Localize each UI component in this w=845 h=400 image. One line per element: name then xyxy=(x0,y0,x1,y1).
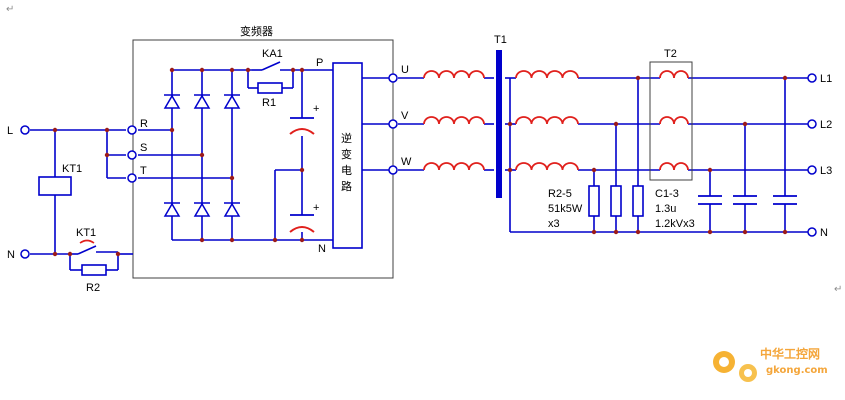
watermark-logo: 中华工控网 gkong.com xyxy=(713,346,828,382)
junction-nodes xyxy=(52,67,788,257)
out-L3-label: L3 xyxy=(820,165,832,177)
terminal-W-label: W xyxy=(401,156,412,168)
rectifier-diodes xyxy=(163,94,241,217)
r2-label: R2 xyxy=(86,282,100,294)
terminal-L2 xyxy=(807,119,817,129)
kt1-contact-label: KT1 xyxy=(76,227,96,239)
inverter-block-char-4: 路 xyxy=(341,180,352,193)
t2-inductors xyxy=(659,70,689,171)
r2-resistor xyxy=(81,264,107,276)
terminal-S xyxy=(127,150,137,160)
terminal-N-dc-label: N xyxy=(318,243,326,255)
r1-label: R1 xyxy=(262,97,276,109)
out-N-label: N xyxy=(820,227,828,239)
dc-capacitor-top xyxy=(289,117,315,135)
r1-resistor xyxy=(257,82,283,94)
t2-label: T2 xyxy=(664,48,677,60)
terminal-T-label: T xyxy=(140,165,147,177)
paragraph-mark-right: ↵ xyxy=(834,284,842,295)
terminal-V-label: V xyxy=(401,110,409,122)
transformer-core xyxy=(496,50,502,198)
capacitor-bank xyxy=(698,195,797,205)
transformer-T1-label: T1 xyxy=(494,34,507,46)
kt1-coil-label: KT1 xyxy=(62,163,82,175)
resistor-bank-qty: x3 xyxy=(548,218,560,230)
kt1-coil xyxy=(38,176,72,196)
paragraph-mark-top: ↵ xyxy=(6,4,14,15)
resistor-bank-ref: R2-5 xyxy=(548,188,572,200)
out-L2-label: L2 xyxy=(820,119,832,131)
terminal-R-label: R xyxy=(140,118,148,130)
t2-enclosure xyxy=(649,61,693,181)
resistor-bank xyxy=(588,185,644,217)
capacitor-rating: 1.2kVx3 xyxy=(655,218,695,230)
terminal-W xyxy=(388,165,398,175)
cap-bottom-plus: + xyxy=(313,202,319,214)
ka1-contact xyxy=(261,61,281,71)
capacitor-value: 1.3u xyxy=(655,203,676,215)
terminal-U-label: U xyxy=(401,64,409,76)
inverter-block-char-1: 逆 xyxy=(341,131,352,145)
input-N-label: N xyxy=(7,249,15,261)
transformer-secondary-windings xyxy=(515,70,579,171)
terminal-N-output xyxy=(807,227,817,237)
gear-icon xyxy=(713,351,757,382)
input-L-label: L xyxy=(7,125,13,137)
capacitor-ref: C1-3 xyxy=(655,188,679,200)
terminal-T xyxy=(127,173,137,183)
inverter-block-char-3: 电 xyxy=(341,164,352,177)
terminal-R xyxy=(127,125,137,135)
terminal-L-input xyxy=(20,125,30,135)
out-L1-label: L1 xyxy=(820,73,832,85)
inverter-block-char-2: 变 xyxy=(341,147,352,161)
ka1-label: KA1 xyxy=(262,48,283,60)
terminal-V xyxy=(388,119,398,129)
kt1-contact xyxy=(77,239,97,255)
terminal-U xyxy=(388,73,398,83)
cap-top-plus: + xyxy=(313,103,319,115)
terminal-L3 xyxy=(807,165,817,175)
inverter-title: 变频器 xyxy=(240,24,273,38)
terminal-N-input xyxy=(20,249,30,259)
dc-capacitor-bottom xyxy=(289,214,315,233)
resistor-bank-value: 51k5W xyxy=(548,203,583,215)
transformer-primary-windings xyxy=(423,70,485,171)
terminal-P-label: P xyxy=(316,57,323,69)
inverter-circuit-block xyxy=(332,62,363,249)
terminal-S-label: S xyxy=(140,142,147,154)
terminal-L1 xyxy=(807,73,817,83)
watermark-cn: 中华工控网 xyxy=(760,346,820,361)
watermark-url: gkong.com xyxy=(766,365,828,376)
